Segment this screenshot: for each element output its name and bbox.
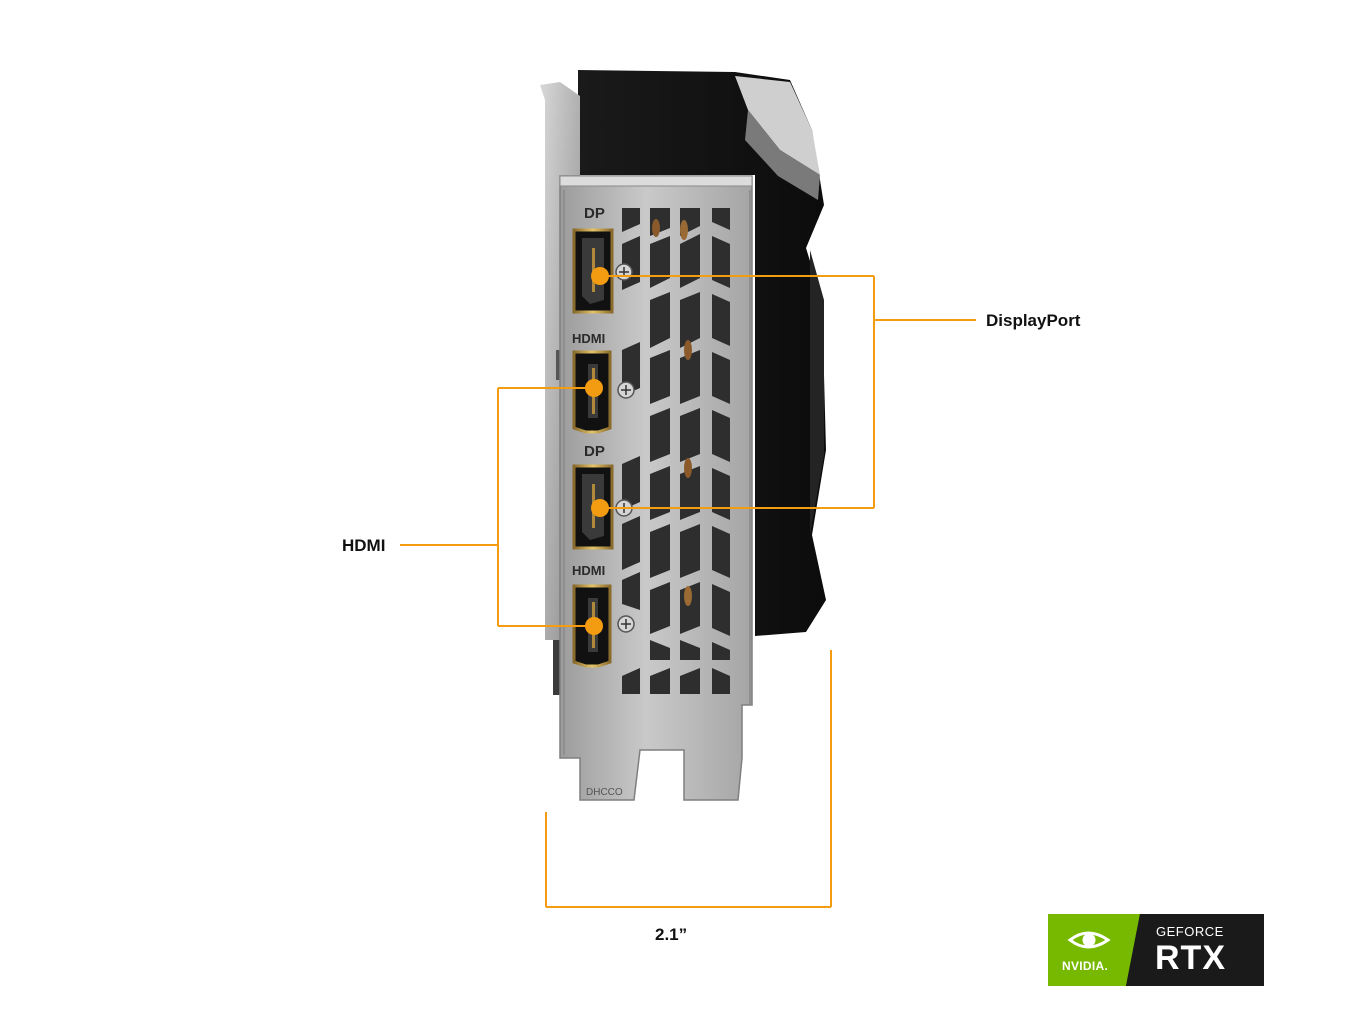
bracket-stamp: DHCCO bbox=[586, 787, 623, 798]
callout-dots bbox=[585, 267, 609, 635]
bracket-width-label: 2.1” bbox=[655, 925, 688, 944]
displayport-callout-label: DisplayPort bbox=[986, 311, 1081, 330]
port-label-hdmi-1: HDMI bbox=[572, 331, 605, 346]
port-label-hdmi-2: HDMI bbox=[572, 563, 605, 578]
badge-line-geforce: GEFORCE bbox=[1156, 924, 1224, 939]
displayport-callout-lines bbox=[600, 275, 976, 509]
cooler-shroud bbox=[578, 70, 826, 636]
port-label-dp-1: DP bbox=[584, 205, 605, 222]
nvidia-eye-icon bbox=[1067, 931, 1111, 949]
width-dimension-line bbox=[545, 650, 832, 908]
geforce-rtx-badge: NVIDIA. GEFORCE RTX bbox=[1048, 914, 1264, 986]
heatpipe-glints bbox=[652, 219, 692, 606]
hdmi-callout-lines bbox=[400, 387, 594, 627]
badge-line-rtx: RTX bbox=[1155, 939, 1226, 977]
port-label-dp-2: DP bbox=[584, 443, 605, 460]
badge-background bbox=[1048, 914, 1264, 986]
badge-brand: NVIDIA. bbox=[1062, 959, 1109, 973]
hdmi-callout-label: HDMI bbox=[342, 536, 386, 555]
